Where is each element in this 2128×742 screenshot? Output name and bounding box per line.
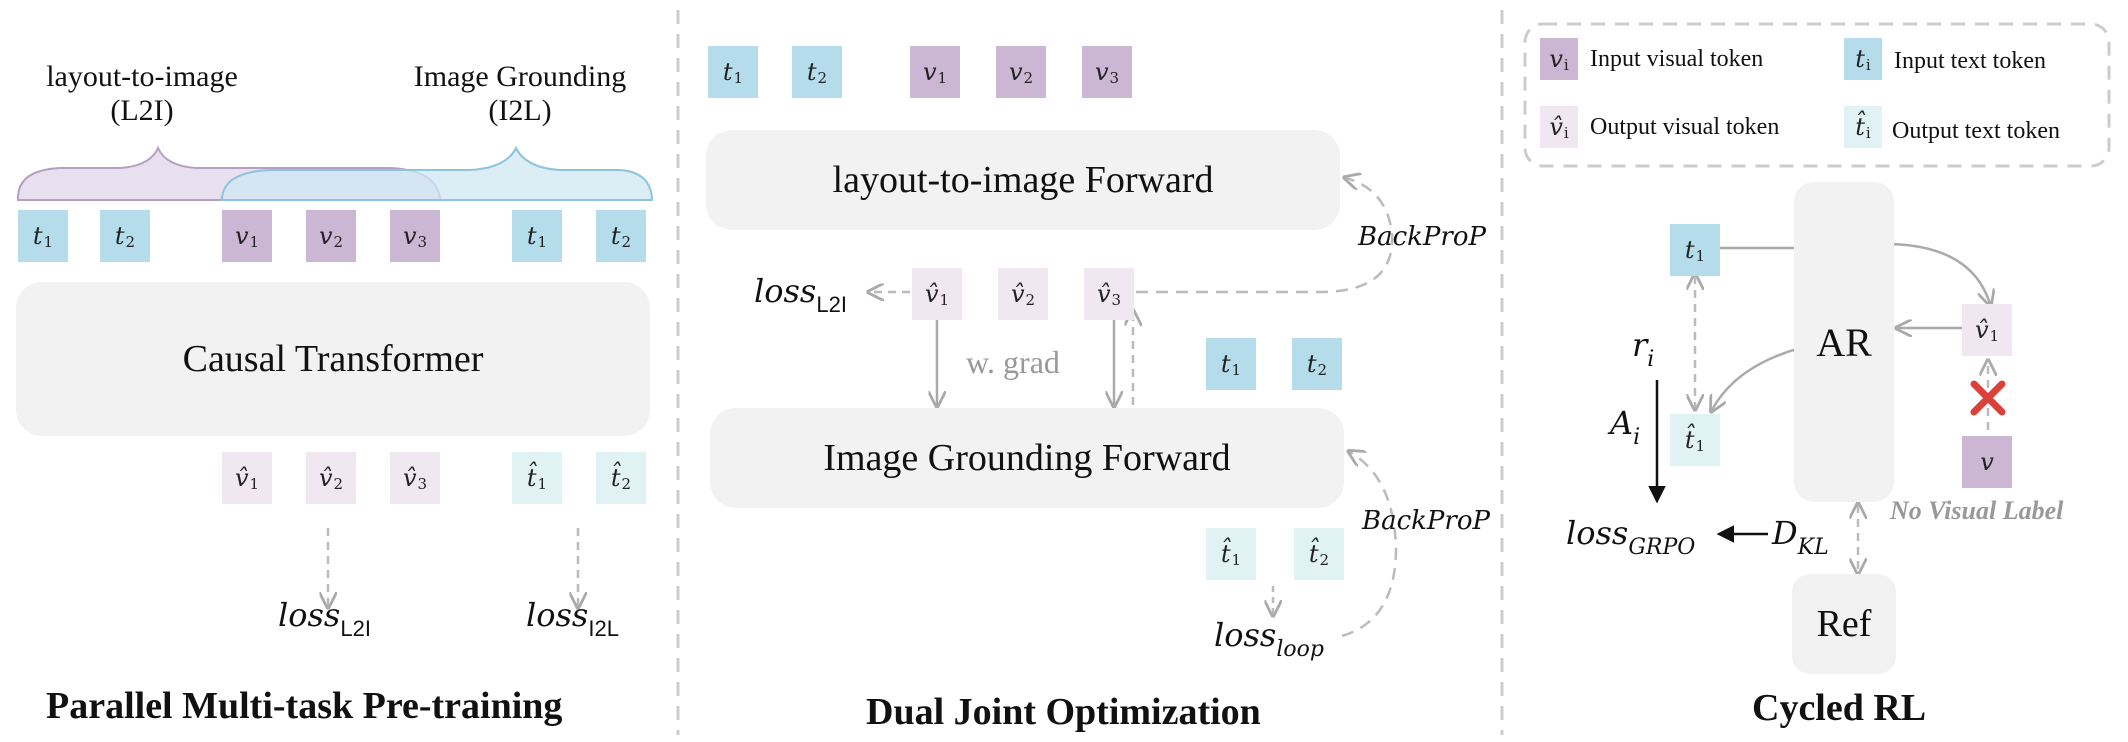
legend-output-text: Output text token bbox=[1892, 118, 2060, 144]
token-t1-hat: t̂1 bbox=[512, 452, 562, 504]
ref-box: Ref bbox=[1792, 574, 1896, 674]
grad-label: w. grad bbox=[966, 344, 1060, 380]
l2i-forward-label: layout-to-image Forward bbox=[832, 159, 1214, 201]
token-v2-hat: v̂2 bbox=[306, 452, 356, 504]
loss-l2i-middle: lossL2I bbox=[754, 272, 847, 317]
brace-i2l bbox=[221, 145, 653, 201]
loss-loop: lossloop bbox=[1214, 616, 1324, 662]
legend-swatch-output-text: t̂i bbox=[1844, 106, 1882, 148]
ref-label: Ref bbox=[1816, 603, 1872, 645]
right-panel-title: Cycled RL bbox=[1752, 687, 1927, 729]
backprop-top-path bbox=[1136, 178, 1394, 294]
token-t1-hat: t̂1 bbox=[1670, 414, 1720, 466]
legend-swatch-output-visual: v̂i bbox=[1540, 106, 1578, 148]
token-v2-hat: v̂2 bbox=[998, 268, 1048, 320]
ar-label: AR bbox=[1816, 319, 1872, 365]
l2i-forward-box: layout-to-image Forward bbox=[706, 130, 1340, 230]
causal-transformer-label: Causal Transformer bbox=[182, 338, 484, 380]
loss-i2l-left: lossI2L bbox=[526, 596, 619, 641]
token-t2-hat: t̂2 bbox=[1294, 528, 1344, 580]
loss-grpo: lossGRPO bbox=[1566, 514, 1696, 560]
backprop-top-label: BackProP bbox=[1358, 222, 1486, 252]
legend-input-text: Input text token bbox=[1894, 48, 2046, 74]
token-v3-hat: v̂3 bbox=[1084, 268, 1134, 320]
legend-input-visual: Input visual token bbox=[1590, 46, 1764, 72]
i2l-forward-box: Image Grounding Forward bbox=[710, 408, 1344, 508]
no-visual-label: No Visual Label bbox=[1890, 496, 2064, 525]
reward-label: ri bbox=[1632, 326, 1655, 372]
token-v3-hat: v̂3 bbox=[390, 452, 440, 504]
legend-output-visual: Output visual token bbox=[1590, 114, 1780, 140]
backprop-bottom-label: BackProP bbox=[1362, 506, 1490, 536]
brace-i2l-label: Image Grounding (I2L) bbox=[413, 60, 627, 127]
brace-l2i-label: layout-to-image (L2I) bbox=[46, 60, 238, 127]
middle-panel-title: Dual Joint Optimization bbox=[866, 691, 1261, 733]
token-v1-hat: v̂1 bbox=[912, 268, 962, 320]
i2l-forward-label: Image Grounding Forward bbox=[823, 437, 1231, 479]
blocked-cross-icon bbox=[1970, 380, 2006, 416]
causal-transformer-box: Causal Transformer bbox=[16, 282, 650, 436]
advantage-label: Ai bbox=[1610, 404, 1641, 450]
loss-l2i-left: lossL2I bbox=[278, 596, 371, 641]
backprop-bottom-path bbox=[1341, 452, 1398, 638]
token-v1-hat: v̂1 bbox=[1962, 304, 2012, 356]
token-v: v bbox=[1962, 436, 2012, 488]
token-v1-hat: v̂1 bbox=[222, 452, 272, 504]
token-t1-hat: t̂1 bbox=[1206, 528, 1256, 580]
ar-box: AR bbox=[1794, 182, 1894, 502]
dkl-label: DKL bbox=[1772, 514, 1829, 560]
legend-frame bbox=[1523, 22, 2111, 168]
left-panel-title: Parallel Multi-task Pre-training bbox=[46, 685, 563, 727]
token-t2-hat: t̂2 bbox=[596, 452, 646, 504]
arrow-ar-to-v1hat bbox=[1889, 242, 1990, 304]
